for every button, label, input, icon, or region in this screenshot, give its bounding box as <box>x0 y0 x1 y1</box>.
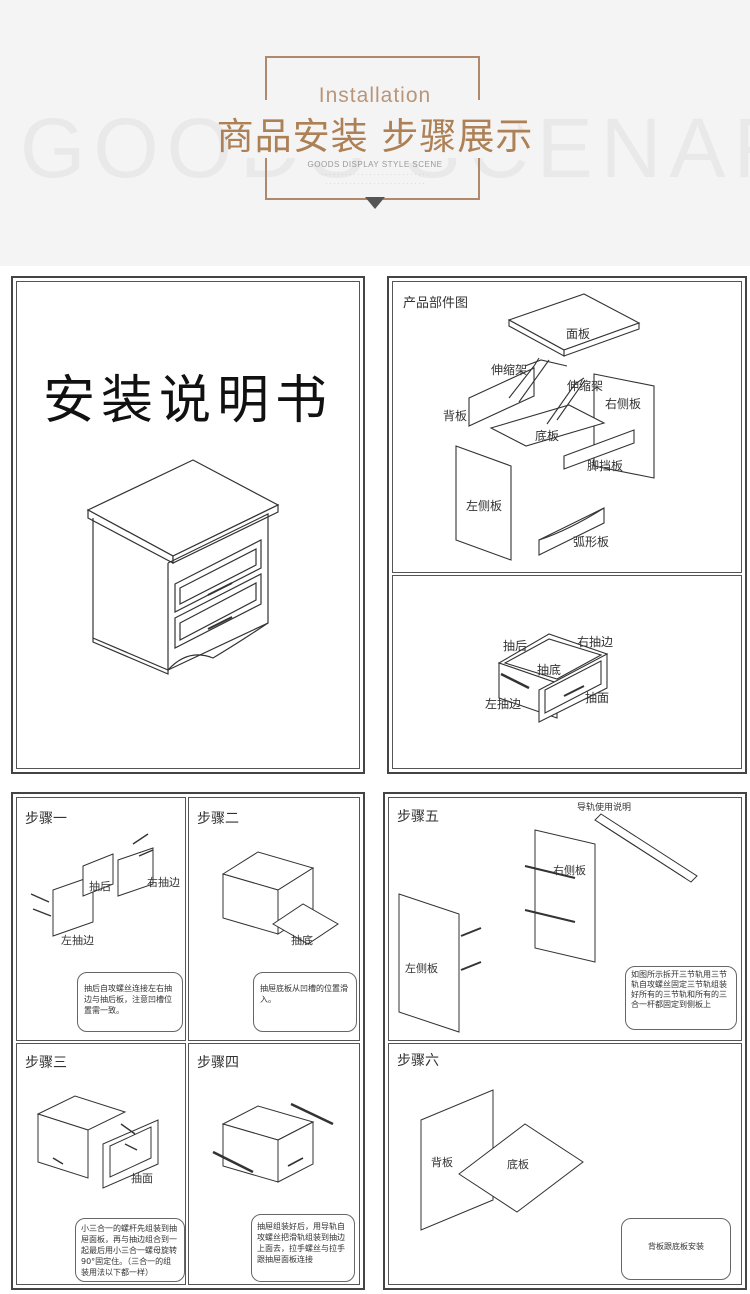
part-label-slide2: 伸缩架 <box>567 378 603 393</box>
header-tiny-line-2: · · · · · · · · · · · · · · · · · · · · … <box>325 181 425 187</box>
drawer-label-right: 右抽边 <box>577 634 613 649</box>
step3-label-front: 抽面 <box>131 1171 153 1185</box>
step4-cell <box>188 1043 360 1285</box>
step6-label-bottom: 底板 <box>507 1157 529 1171</box>
step5-label-left: 左侧板 <box>405 961 438 975</box>
header-subtitle: GOODS DISPLAY STYLE SCENE <box>307 160 443 169</box>
nightstand-illustration <box>86 459 280 675</box>
drawer-label-front: 抽面 <box>585 691 609 705</box>
step2-cell <box>188 797 360 1041</box>
parts-exploded-diagram: 面板 伸缩架 伸缩架 背板 右侧板 底板 脚挡板 左侧板 弧形板 抽后 右抽边 … <box>443 293 655 723</box>
part-label-bottom: 底板 <box>535 428 559 443</box>
parts-panel: 产品部件图 面板 伸缩架 伸缩架 背板 右侧板 底板 脚挡板 <box>387 276 747 774</box>
header-cn-title: 商品安装 步骤展示 <box>216 115 534 158</box>
step5-label-right: 右侧板 <box>553 863 586 877</box>
part-label-back: 背板 <box>443 409 467 423</box>
drawer-label-back: 抽后 <box>503 639 527 653</box>
header-banner: GOODS SCENARIO Installation 商品安装 步骤展示 GO… <box>0 0 750 266</box>
step6-note: 背板跟底板安装 <box>621 1218 731 1280</box>
steps-5-6-panel: 步骤五 导轨使用说明 步骤六 右侧板 左侧板 背板 底板 <box>383 792 747 1290</box>
step1-label-left: 左抽边 <box>61 933 94 947</box>
step2-note: 抽屉底板从凹槽的位置滑入。 <box>253 972 357 1032</box>
parts-upper-inner <box>392 281 742 573</box>
step4-title: 步骤四 <box>197 1055 239 1071</box>
part-label-right: 右侧板 <box>605 396 641 411</box>
drawer-label-bottom: 抽底 <box>537 662 561 677</box>
rail-instructions-title: 导轨使用说明 <box>577 803 632 813</box>
step5-title: 步骤五 <box>397 809 439 825</box>
part-label-top: 面板 <box>566 327 590 341</box>
step6-label-back: 背板 <box>431 1155 453 1169</box>
header-frame-gap <box>232 100 518 158</box>
header-tiny-line-1: · · · · · · · · · · · · · · · · · · · · … <box>321 172 429 178</box>
parts-lower-inner <box>392 575 742 769</box>
part-label-left: 左侧板 <box>466 498 502 513</box>
steps-5-6-drawings: 右侧板 左侧板 背板 底板 <box>398 813 698 1231</box>
step6-cell <box>388 1043 742 1285</box>
header-en-title: Installation <box>318 84 432 107</box>
step3-note: 小三合一的螺杆先组装到抽屉面板，再与抽边组合到一起最后用小三合一螺母旋转90°固… <box>75 1218 185 1282</box>
parts-title: 产品部件图 <box>403 296 469 311</box>
part-label-kick: 脚挡板 <box>587 458 623 473</box>
drawer-label-left: 左抽边 <box>485 696 521 711</box>
steps-1-4-drawings: 抽后 右抽边 左抽边 抽底 抽面 <box>30 833 339 1189</box>
step1-note: 抽后自攻螺丝连接左右抽边与抽后板，注意凹槽位置需一致。 <box>77 972 183 1032</box>
step1-label-back: 抽后 <box>89 879 111 893</box>
step1-title: 步骤一 <box>25 811 67 827</box>
step1-cell <box>16 797 186 1041</box>
step3-cell <box>16 1043 186 1285</box>
part-label-arc: 弧形板 <box>573 535 609 549</box>
steps-1-4-panel: 步骤一 步骤二 步骤三 步骤四 <box>11 792 365 1290</box>
step5-note: 如图所示拆开三节轨用三节轨自攻螺丝固定三节轨组装好所有的三节轨和所有的三合一杆都… <box>625 966 737 1030</box>
manual-title: 安装说明书 <box>42 371 333 431</box>
header-down-arrow-icon <box>365 197 385 209</box>
step4-note: 抽屉组装好后，用导轨自攻螺丝把滑轨组装到抽边上面去，拉手螺丝与拉手跟抽屉面板连接 <box>251 1214 355 1282</box>
manual-cover-inner <box>16 281 360 769</box>
step2-title: 步骤二 <box>197 811 239 827</box>
step5-cell <box>388 797 742 1041</box>
step1-label-right: 右抽边 <box>147 875 180 889</box>
manual-cover-panel: 安装说明书 <box>11 276 365 774</box>
part-label-slide1: 伸缩架 <box>491 362 527 377</box>
step3-title: 步骤三 <box>25 1055 67 1071</box>
step6-title: 步骤六 <box>397 1053 439 1069</box>
step2-label-bottom: 抽底 <box>291 933 313 947</box>
